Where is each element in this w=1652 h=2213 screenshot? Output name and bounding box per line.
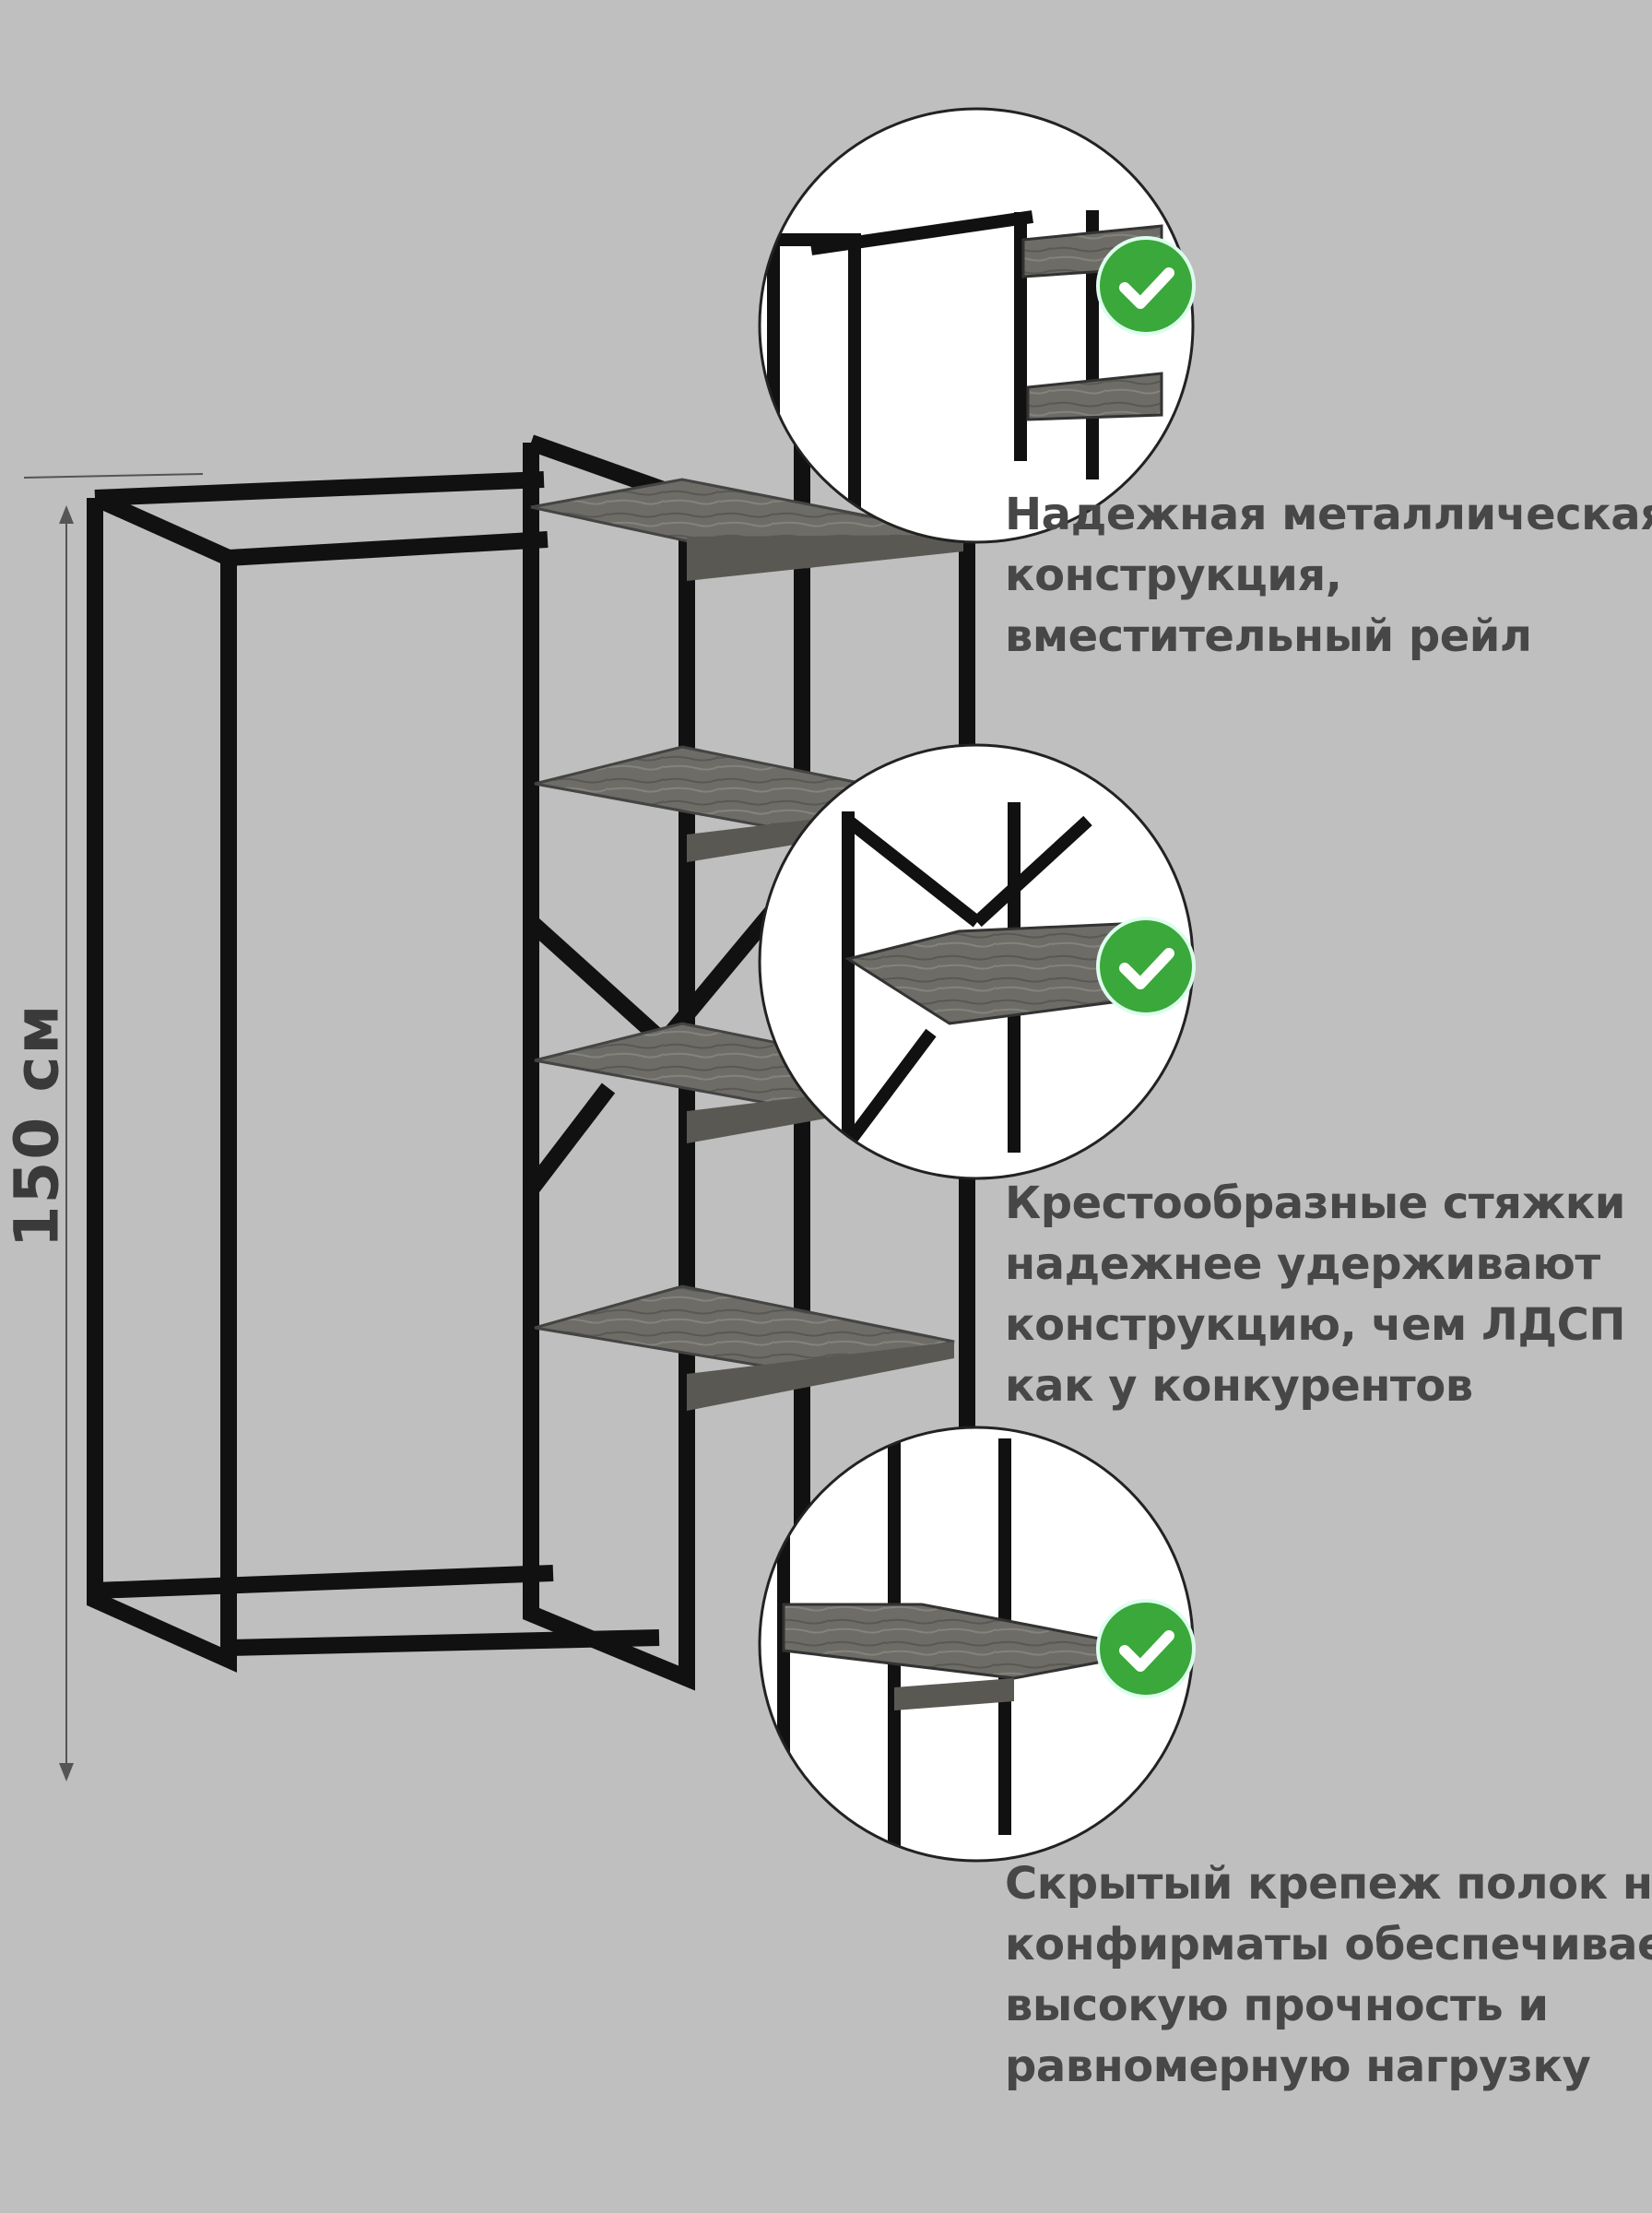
feature-line: Крестообразные стяжки: [1005, 1178, 1625, 1229]
feature-text-1: Надежная металлическая конструкция, вмес…: [1005, 484, 1652, 667]
height-label: 150 см: [1, 1002, 73, 1248]
check-badge-1: [1096, 236, 1196, 336]
feature-line: Скрытый крепеж полок на: [1005, 1858, 1652, 1910]
feature-line: конфирматы обеспечивает: [1005, 1919, 1652, 1970]
check-badge-3: [1096, 1599, 1196, 1698]
height-dimension: [23, 473, 204, 1781]
check-icon: [1119, 948, 1174, 989]
feature-line: конструкцию, чем ЛДСП: [1005, 1299, 1626, 1351]
check-icon: [1119, 267, 1174, 309]
check-icon: [1119, 1630, 1174, 1672]
feature-line: конструкция,: [1005, 550, 1342, 601]
detail-circle-top: [758, 107, 1195, 544]
feature-line: вместительный рейл: [1005, 610, 1532, 662]
check-badge-2: [1096, 917, 1196, 1016]
feature-line: Надежная металлическая: [1005, 489, 1652, 540]
left-frame: [87, 471, 660, 1673]
feature-line: как у конкурентов: [1005, 1360, 1473, 1412]
shelf-4: [534, 1284, 955, 1411]
feature-line: надежнее удерживают: [1005, 1238, 1600, 1290]
feature-text-3: Скрытый крепеж полок на конфирматы обесп…: [1005, 1853, 1652, 2097]
feature-line: высокую прочность и: [1005, 1980, 1549, 2031]
feature-text-2: Крестообразные стяжки надежнее удерживаю…: [1005, 1173, 1632, 1416]
feature-line: равномерную нагрузку: [1005, 2041, 1591, 2092]
detail-circle-middle: [758, 743, 1195, 1180]
